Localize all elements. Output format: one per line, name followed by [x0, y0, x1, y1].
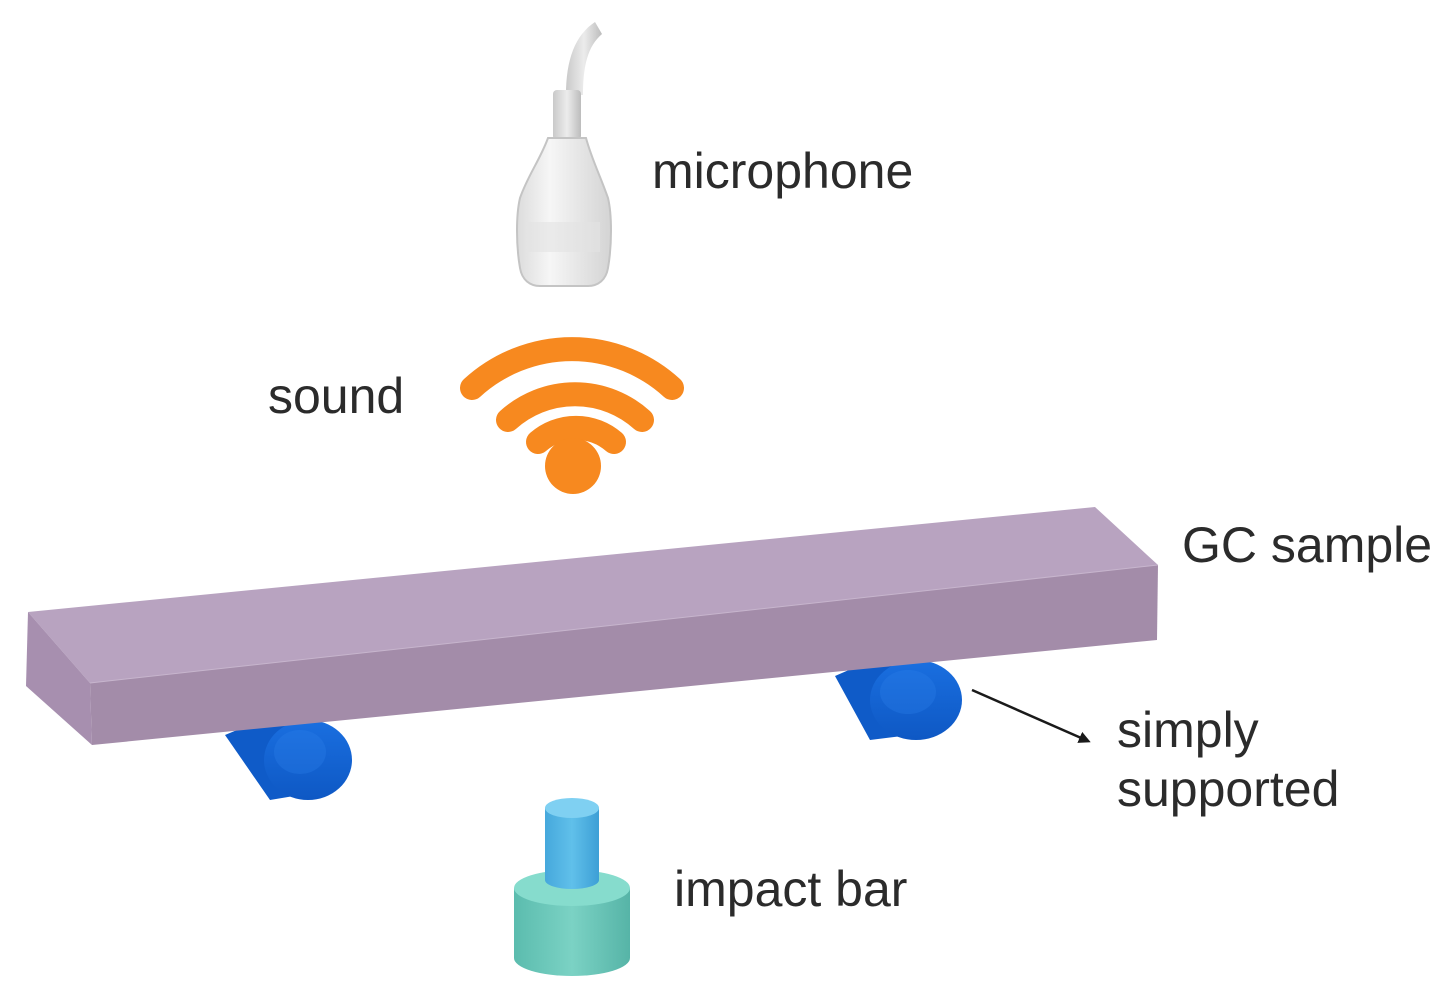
sound-dot: [545, 438, 601, 494]
simply-supported-label-line2: supported: [1117, 761, 1339, 817]
microphone-grip: [528, 222, 600, 252]
microphone-label: microphone: [652, 143, 913, 199]
arrow-icon: [971, 688, 1091, 743]
microphone-neck: [553, 90, 581, 140]
sound-wave-middle: [496, 382, 654, 432]
gc-sample-beam: [26, 507, 1159, 745]
impact-rod-top: [545, 798, 599, 818]
impact-bar-icon: [514, 798, 630, 976]
cylinder-support-right: [835, 650, 962, 740]
sound-wave-inner: [526, 415, 626, 454]
cylinder-support-left: [225, 708, 352, 800]
impact-base-body: [514, 888, 630, 976]
sound-wave-outer: [460, 337, 684, 400]
sound-label: sound: [268, 368, 404, 424]
gc-sample-label: GC sample: [1182, 517, 1432, 573]
sound-waves-icon: [460, 337, 684, 454]
microphone-icon: [516, 22, 612, 287]
beam-top-face: [28, 507, 1158, 683]
impact-bar-label: impact bar: [674, 861, 907, 917]
microphone-body: [516, 137, 612, 287]
microphone-cable: [566, 22, 602, 95]
beam-end-face: [26, 612, 92, 745]
beam-front-face: [90, 565, 1158, 745]
impact-rod-body: [545, 808, 599, 889]
simply-supported-label-line1: simply: [1117, 702, 1259, 758]
